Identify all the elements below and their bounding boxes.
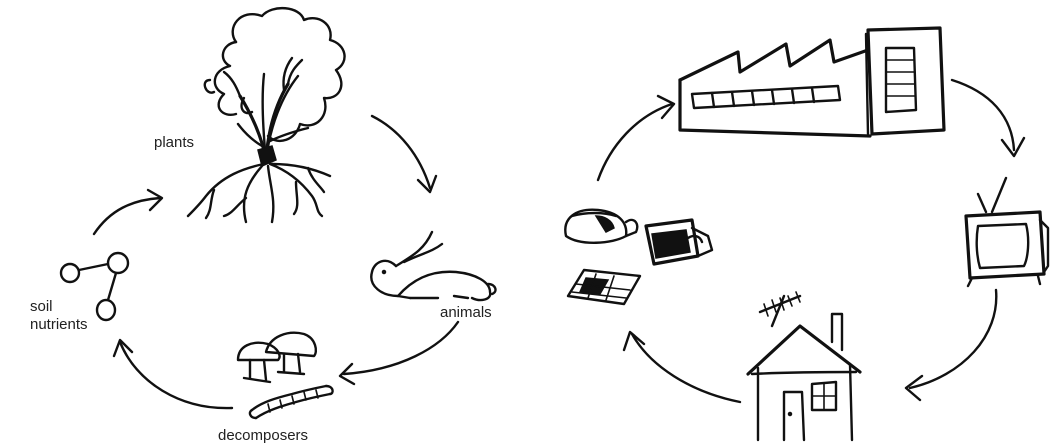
mushrooms-icon <box>238 333 316 382</box>
molecule-icon <box>61 253 128 320</box>
plant-tree-icon <box>188 8 345 222</box>
arrow-waste-to-factory <box>598 96 674 180</box>
television-icon <box>966 178 1048 286</box>
worm-icon <box>250 386 333 418</box>
arrow-animals-to-decomposers <box>340 322 458 384</box>
rabbit-icon <box>371 232 495 300</box>
house-icon <box>748 292 860 440</box>
arrow-factory-to-tv <box>952 80 1024 156</box>
label-soil: soil <box>30 298 53 316</box>
label-nutrients: nutrients <box>30 316 88 334</box>
factory-icon <box>680 28 944 136</box>
label-animals: animals <box>440 304 492 322</box>
arrow-tv-to-house <box>906 290 996 400</box>
label-decomposers: decomposers <box>218 427 308 445</box>
label-plants: plants <box>154 134 194 152</box>
arrow-soil-to-plants <box>94 190 162 234</box>
arrow-decomposers-to-soil <box>114 340 232 408</box>
arrow-plants-to-animals <box>372 116 436 192</box>
arrow-house-to-waste <box>624 332 740 402</box>
discarded-goods-icon <box>565 210 712 304</box>
